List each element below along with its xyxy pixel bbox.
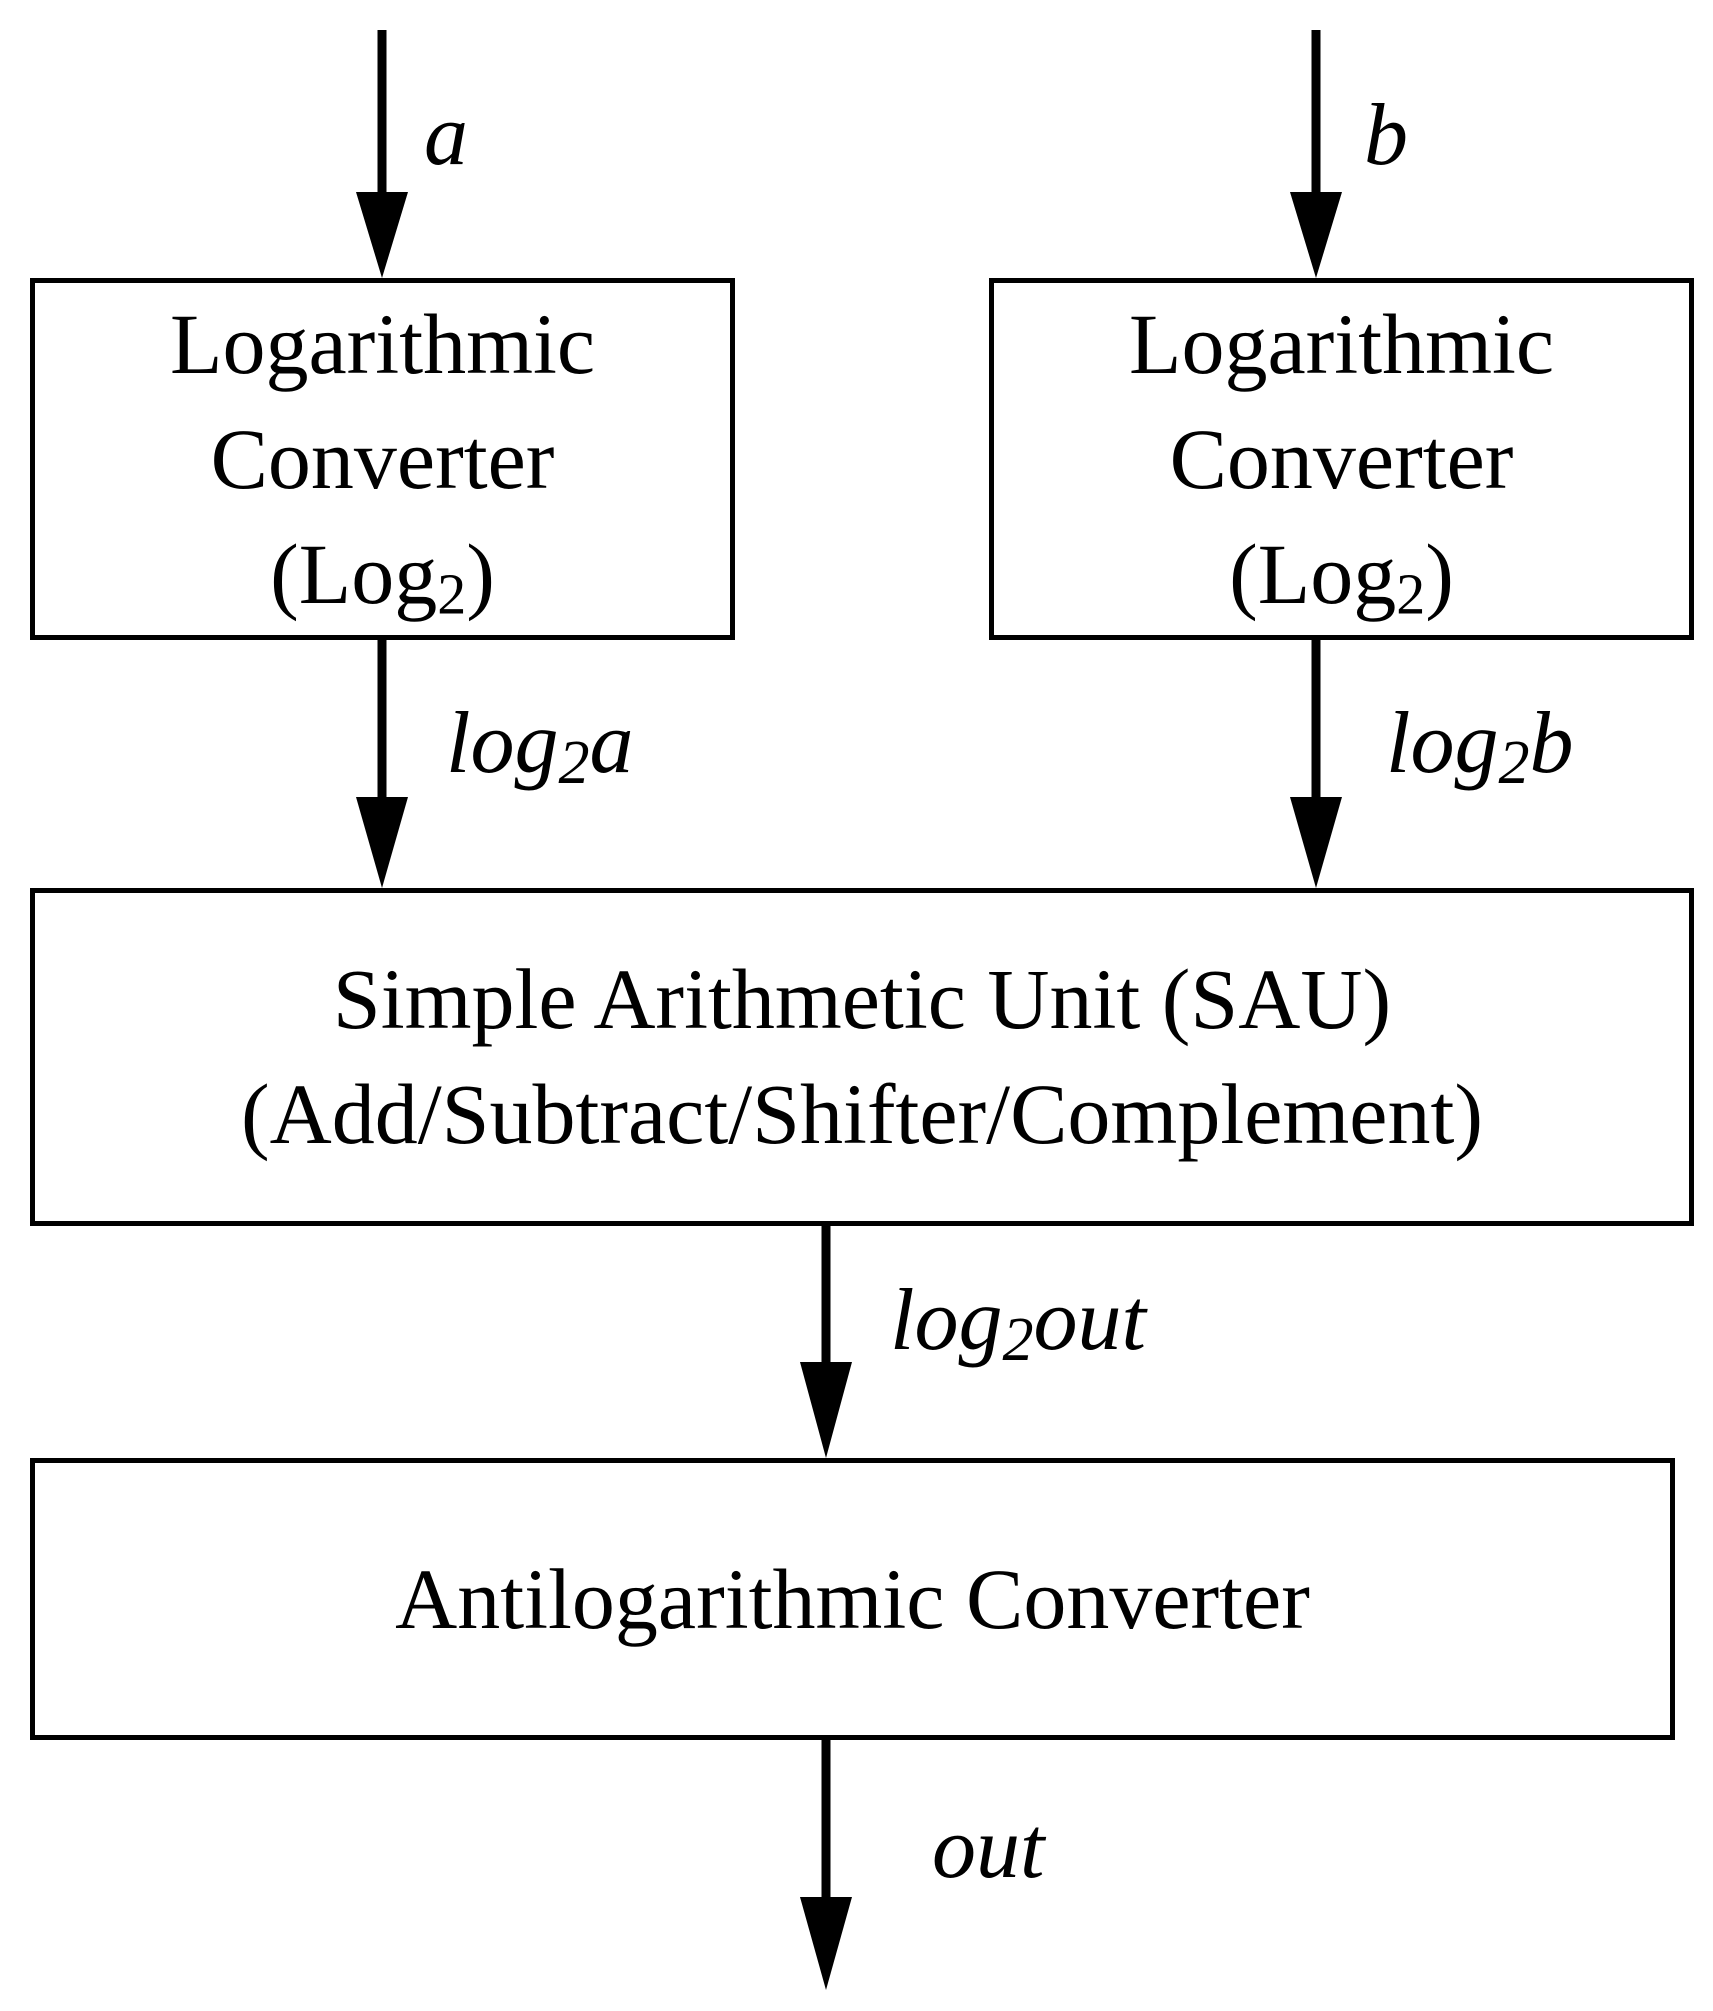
arrow-input-a — [356, 30, 408, 278]
signal-label-log2b-sub: 2 — [1498, 729, 1530, 798]
sau-title: Simple Arithmetic Unit (SAU) — [332, 951, 1392, 1047]
antilog-converter: Antilogarithmic Converter — [30, 1458, 1675, 1740]
signal-label-log2out-sub: 2 — [1002, 1306, 1034, 1375]
log-converter-b-base-close: ) — [1425, 525, 1454, 622]
log-converter-a-base-close: ) — [466, 525, 495, 622]
signal-label-out: out — [932, 1805, 1044, 1893]
log-converter-b-title: Logarithmic — [1128, 295, 1555, 392]
log-converter-a-subtitle: Converter — [210, 410, 555, 507]
arrow-log2b — [1290, 640, 1342, 888]
signal-label-a-text: a — [424, 87, 468, 184]
arrow-output — [800, 1740, 852, 1990]
signal-label-log2a: log2a — [446, 700, 633, 795]
arrow-input-b — [1290, 30, 1342, 278]
log-converter-a: Logarithmic Converter (Log2) — [30, 278, 735, 640]
signal-label-log2a-var: a — [589, 695, 634, 792]
log-converter-a-base-open: (Log — [270, 525, 438, 622]
signal-label-log2out-prefix: log — [890, 1272, 1003, 1369]
log-converter-a-title: Logarithmic — [169, 295, 596, 392]
signal-label-log2b-var: b — [1529, 695, 1574, 792]
signal-label-log2b: log2b — [1386, 700, 1573, 795]
signal-label-log2a-prefix: log — [446, 695, 559, 792]
signal-label-log2a-sub: 2 — [558, 729, 590, 798]
log-converter-b-base-sub: 2 — [1396, 560, 1426, 626]
log-converter-b-base-open: (Log — [1229, 525, 1397, 622]
signal-label-log2b-prefix: log — [1386, 695, 1499, 792]
log-converter-a-base: (Log2) — [270, 517, 495, 632]
log-converter-b-subtitle: Converter — [1169, 410, 1514, 507]
sau-operations: (Add/Subtract/Shifter/Complement) — [240, 1066, 1483, 1162]
signal-label-log2out: log2out — [890, 1277, 1146, 1372]
signal-label-log2out-var: out — [1033, 1272, 1146, 1369]
signal-label-b-text: b — [1364, 87, 1408, 184]
antilog-converter-title: Antilogarithmic Converter — [395, 1550, 1310, 1647]
log-converter-b: Logarithmic Converter (Log2) — [989, 278, 1694, 640]
log-converter-a-base-sub: 2 — [437, 560, 467, 626]
arrow-log2a — [356, 640, 408, 888]
signal-label-b: b — [1364, 92, 1408, 180]
sau-block: Simple Arithmetic Unit (SAU) (Add/Subtra… — [30, 888, 1694, 1226]
signal-label-a: a — [424, 92, 468, 180]
signal-label-out-text: out — [932, 1800, 1045, 1897]
log-converter-b-base: (Log2) — [1229, 517, 1454, 632]
arrow-log2out — [800, 1213, 852, 1458]
